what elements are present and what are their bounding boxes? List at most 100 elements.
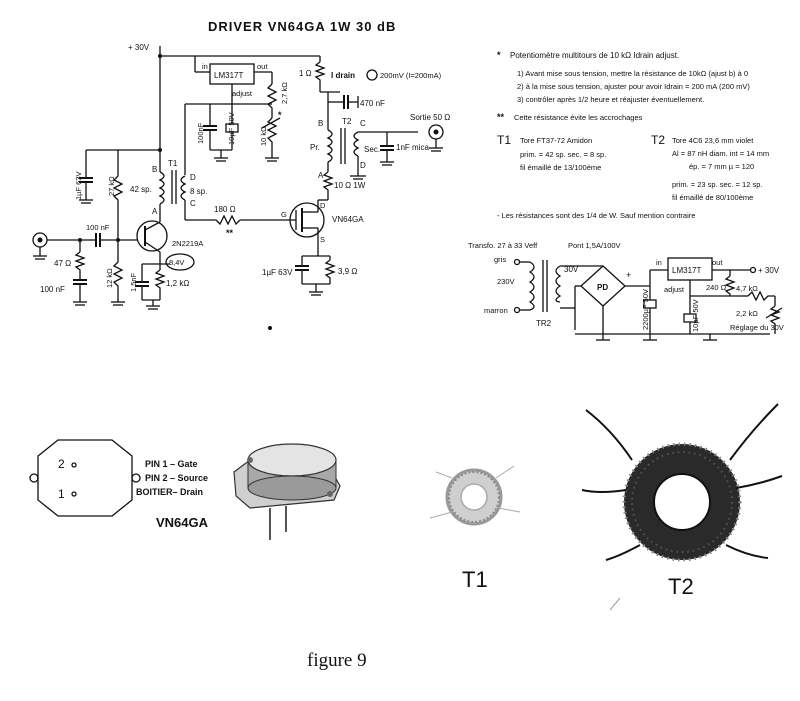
to3-photo xyxy=(233,443,341,540)
res-1k2-label: 1,2 kΩ xyxy=(166,279,189,288)
res-47-label: 47 Ω xyxy=(54,259,71,268)
cap-10uf-label: 10µF 50V xyxy=(227,112,236,145)
t2-a: A xyxy=(318,171,324,180)
res-27k-label: 27 kΩ xyxy=(107,176,116,196)
res-2k7-label: 2,7 kΩ xyxy=(280,82,289,104)
cap-15nf-label: 1,5nF xyxy=(129,272,138,292)
cap-1uf-63v-label: 1µF 63V xyxy=(74,171,83,200)
to3-outline xyxy=(37,439,133,517)
t2-d: D xyxy=(360,161,366,170)
psu-pd-label: PD xyxy=(597,283,608,292)
fet-pin-s: S xyxy=(320,235,325,244)
meter-spec-label: 200mV (I=200mA) xyxy=(380,71,442,80)
psu-res-240-label: 240 Ω xyxy=(706,283,727,292)
psu-reg-in-label: in xyxy=(656,258,662,267)
note-star2: ** xyxy=(497,112,505,122)
t2-b: B xyxy=(318,119,323,128)
figure-caption: figure 9 xyxy=(307,650,367,671)
note-pot: Potentiomètre multitours de 10 kΩ Idrain… xyxy=(510,51,679,60)
t1-photo: T1 xyxy=(429,465,521,592)
pinout-pin2: PIN 2 – Source xyxy=(145,473,208,483)
psu-bridge-label: Pont 1,5A/100V xyxy=(568,241,621,250)
pin1-mark: 1 xyxy=(58,487,65,501)
t1-c: C xyxy=(190,199,196,208)
psu-reg-label: LM317T xyxy=(672,266,701,275)
psu-cap-2200-label: 2200µF 50V xyxy=(641,289,650,330)
note-t1-title: T1 xyxy=(497,133,511,147)
psu-reg-adjust-label: adjust xyxy=(664,285,685,294)
supply-label: + 30V xyxy=(128,43,150,52)
psu-reg-out-label: out xyxy=(712,258,723,267)
note-t2-line2: Al = 87 nH diam. int = 14 mm xyxy=(672,149,769,158)
note-t2-line3: ép. = 7 mm µ = 120 xyxy=(689,162,754,171)
transistor-2n2219a xyxy=(136,220,168,252)
psu-gris-label: gris xyxy=(494,255,506,264)
t1-sec-label: 8 sp. xyxy=(190,187,207,196)
diagram-title: DRIVER VN64GA 1W 30 dB xyxy=(208,19,396,34)
t1-b: B xyxy=(152,165,157,174)
res-39-label: 3,9 Ω xyxy=(338,267,357,276)
t2-c: C xyxy=(360,119,366,128)
res-1ohm-label: 1 Ω xyxy=(299,69,312,78)
cap-1uf-src-label: 1µF 63V xyxy=(262,268,293,277)
regulator-label: LM317T xyxy=(214,71,243,80)
note-step2: 2) à la mise sous tension, ajuster pour … xyxy=(517,82,750,91)
t2-primary-label: Pr. xyxy=(310,143,320,152)
vn64ga-pinout: 2 1 PIN 1 – Gate PIN 2 – Source BOITIER–… xyxy=(29,439,341,540)
idrain-label: I drain xyxy=(331,71,355,80)
t2-label: T2 xyxy=(342,117,352,126)
note-t2-line5: fil émaillé de 80/100ème xyxy=(672,193,753,202)
psu-transfo-label: Transfo. 27 à 33 Veff xyxy=(468,241,538,250)
note-t1-line2: prim. = 42 sp. sec. = 8 sp. xyxy=(520,150,606,159)
psu-schematic: Transfo. 27 à 33 Veff Pont 1,5A/100V gri… xyxy=(468,241,784,341)
psu-out-label: + 30V xyxy=(758,266,780,275)
pin2-mark: 2 xyxy=(58,457,65,471)
note-t1-line3: fil émaillé de 13/100ème xyxy=(520,163,601,172)
cap-100nf-decoup-label: 100nF xyxy=(196,122,205,144)
t1-photo-label: T1 xyxy=(462,567,488,592)
res-180-label: 180 Ω xyxy=(214,205,236,214)
note-t2-line4: prim. = 23 sp. sec. = 12 sp. xyxy=(672,180,762,189)
output-label: Sortie 50 Ω xyxy=(410,113,450,122)
psu-reglage-label: Réglage du 30V xyxy=(730,323,784,332)
note-resistors: - Les résistances sont des 1/4 de W. Sau… xyxy=(497,211,695,220)
psu-plus-label: + xyxy=(626,270,631,280)
notes-block: * Potentiomètre multitours de 10 kΩ Idra… xyxy=(497,50,769,220)
note-step1: 1) Avant mise sous tension, mettre la ré… xyxy=(517,69,748,78)
cap-1nf-mica-label: 1nF mica xyxy=(396,143,429,152)
t1-d: D xyxy=(190,173,196,182)
t2-secondary-label: Sec. xyxy=(364,145,380,154)
voltage-badge-label: 8,4V xyxy=(169,258,184,267)
voltage-badge xyxy=(165,253,195,271)
cap-input-label: 100 nF xyxy=(86,223,110,232)
res-180-star: ** xyxy=(226,228,234,238)
reg-out-label: out xyxy=(257,62,268,71)
pot-10k-label: 10 kΩ xyxy=(259,126,268,146)
t2-photo-label: T2 xyxy=(668,574,694,599)
t1-a: A xyxy=(152,207,158,216)
note-t1-line1: Tore FT37-72 Amidon xyxy=(520,136,592,145)
note-step3: 3) contrôler après 1/2 heure et réajuste… xyxy=(517,95,704,104)
note-star1: * xyxy=(497,50,501,60)
note-t2-line1: Tore 4C6 23,6 mm violet xyxy=(672,136,754,145)
fet-pin-g: G xyxy=(281,210,287,219)
reg-in-label: in xyxy=(202,62,208,71)
res-12k-label: 12 kΩ xyxy=(105,268,114,288)
psu-marron-label: marron xyxy=(484,306,508,315)
meter-icon xyxy=(366,69,378,81)
cap-470nf-label: 470 nF xyxy=(360,99,385,108)
psu-tr2-label: TR2 xyxy=(536,319,552,328)
fet-pin-d: D xyxy=(320,201,326,210)
pinout-part: VN64GA xyxy=(156,515,209,530)
t1-label: T1 xyxy=(168,159,178,168)
psu-30v-label: 30V xyxy=(564,265,579,274)
cap-100nf-in-label: 100 nF xyxy=(40,285,65,294)
note-res: Cette résistance évite les accrochages xyxy=(514,113,643,122)
pot-star: * xyxy=(278,110,282,120)
psu-res-2k2-label: 2,2 kΩ xyxy=(736,309,758,318)
driver-schematic: + 30V LM317T in out adjust 2,7 kΩ 10 kΩ … xyxy=(32,43,450,310)
psu-cap-10uf-label: 10µF 50V xyxy=(691,299,700,332)
pinout-boitier: BOITIER– Drain xyxy=(136,487,203,497)
note-t2-title: T2 xyxy=(651,133,665,147)
